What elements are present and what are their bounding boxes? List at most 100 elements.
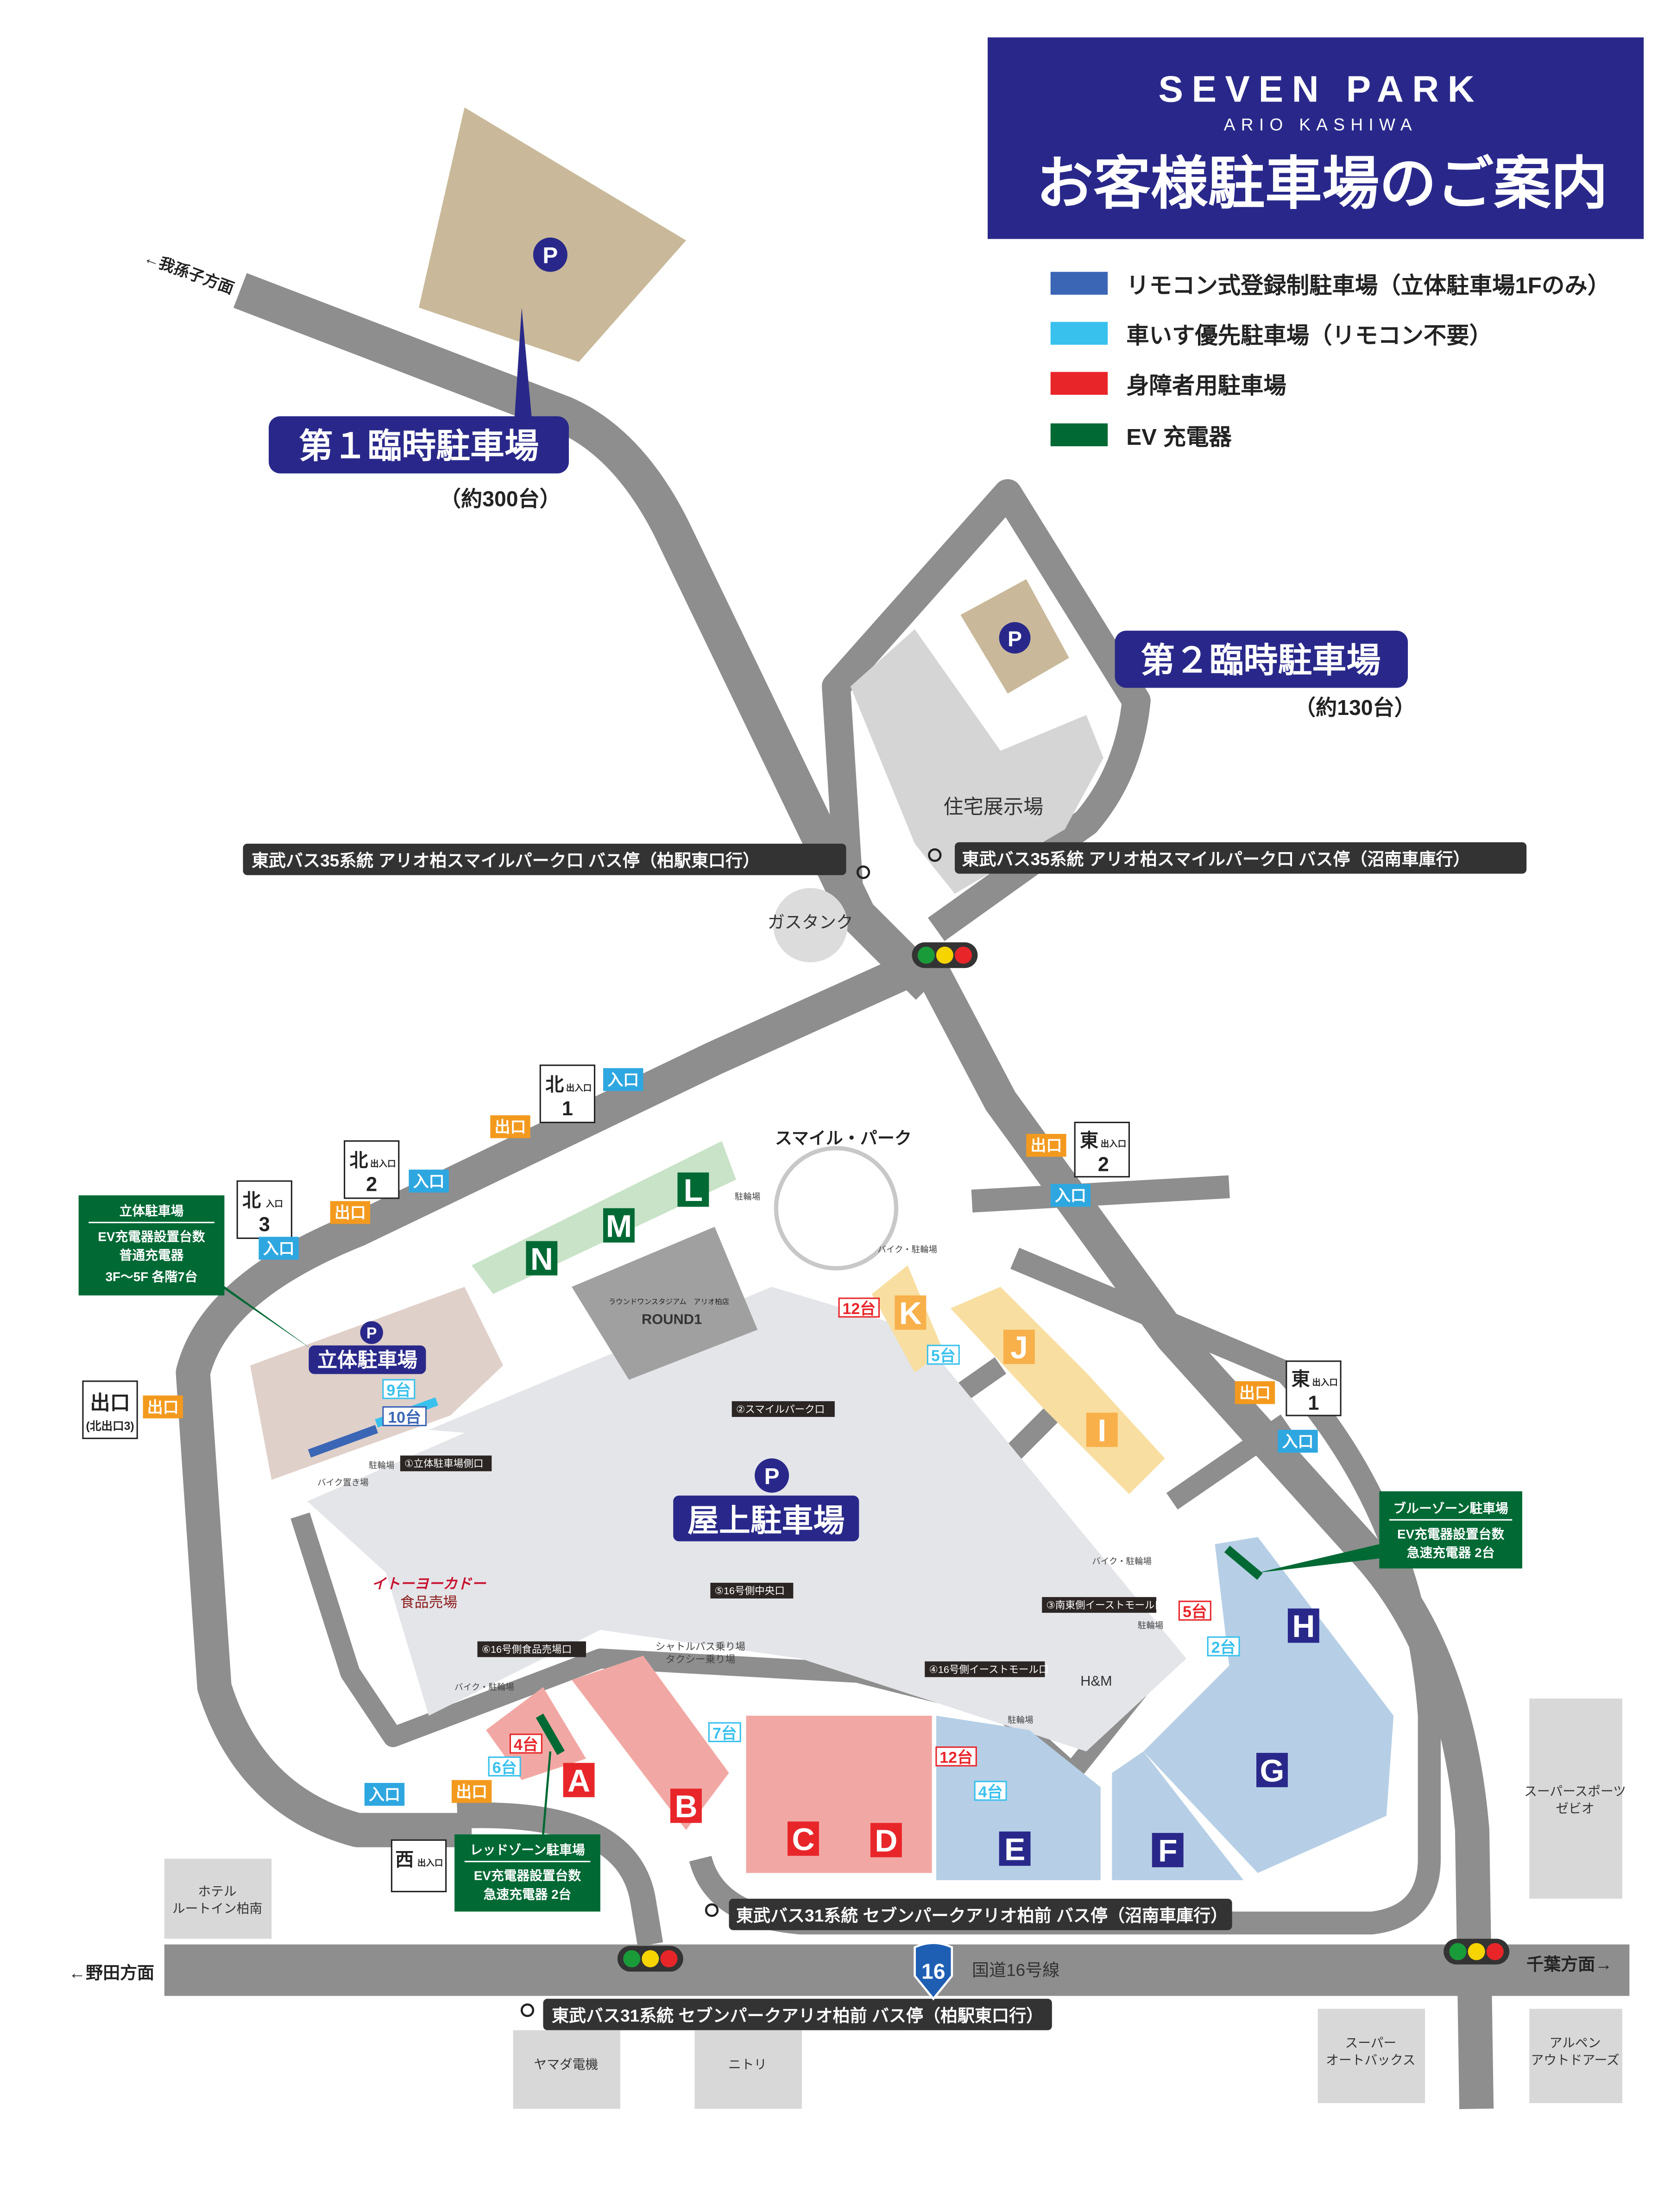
gate-e1-out[interactable]: 出口 — [1239, 1384, 1271, 1402]
bike-area-label: バイク置き場 — [317, 1478, 369, 1487]
bus-stop-35-kashiwa[interactable]: 東武バス35系統 アリオ柏スマイルパーク口 バス停（柏駅東口行） — [252, 851, 760, 870]
zone-f-area — [1112, 1751, 1244, 1880]
smile-park — [774, 1146, 899, 1270]
parking-icon — [360, 1321, 383, 1344]
zone-f: F — [1158, 1834, 1177, 1869]
xebio-label: スーパースポーツ — [1524, 1784, 1626, 1799]
gate-e2-out[interactable]: 出口 — [1031, 1137, 1062, 1155]
ev-box-line: EV充電器設置台数 — [474, 1869, 581, 1883]
entrance-3[interactable]: ③南東側イーストモール口 — [1046, 1599, 1165, 1611]
entrance-5[interactable]: ⑤16号側中央口 — [715, 1585, 785, 1597]
ev-box-blue-zone: ブルーゾーン駐車場 EV充電器設置台数 急速充電器 2台 — [1258, 1491, 1522, 1573]
gate-n1-in[interactable]: 入口 — [607, 1071, 639, 1089]
taxi-label: タクシー乗り場 — [665, 1654, 735, 1665]
zone-l: L — [684, 1173, 703, 1208]
hm-label: H&M — [1080, 1673, 1112, 1689]
zone-j: J — [1010, 1331, 1028, 1365]
gate-n1-out[interactable]: 出口 — [495, 1119, 526, 1136]
ev-box-line: 急速充電器 2台 — [484, 1887, 572, 1902]
multistory-title: 立体駐車場 — [317, 1349, 417, 1371]
gate-n3-num: 3 — [259, 1213, 270, 1236]
gates: 北出入口1 入口 出口 北出入口2 入口 出口 北入口3 入口 出口(北出口3)… — [82, 1064, 1342, 1892]
gate-w-type: 出入口 — [417, 1858, 443, 1868]
zone-d: D — [875, 1824, 897, 1858]
bus-stop-35-shonan[interactable]: 東武バス35系統 アリオ柏スマイルパーク口 バス停（沼南車庫行） — [962, 849, 1470, 869]
legend-disabled: 身障者用駐車場 — [1126, 373, 1286, 398]
gate-n-exit3-main: 出口 — [90, 1392, 130, 1415]
hotel-label-2: ルートイン柏南 — [172, 1902, 262, 1916]
rooftop-upper — [429, 1287, 1186, 1659]
gate-n2-type: 出入口 — [370, 1159, 396, 1169]
count-k-wheelchair: 5台 — [931, 1347, 956, 1365]
zone-cd-area — [746, 1715, 932, 1873]
gate-n2-in[interactable]: 入口 — [413, 1173, 445, 1190]
gate-n-exit3-sub: (北出口3) — [86, 1420, 134, 1433]
entrance-4[interactable]: ④16号側イーストモール口 — [929, 1663, 1048, 1675]
gate-w-in[interactable]: 入口 — [369, 1786, 400, 1804]
housing-label: 住宅展示場 — [943, 796, 1043, 818]
brand-subtitle: ARIO KASHIWA — [1224, 114, 1418, 134]
temp-lot-1-label[interactable] — [269, 416, 569, 474]
traffic-light-icon — [1444, 1939, 1510, 1965]
rooftop-label[interactable] — [673, 1495, 859, 1542]
legend: リモコン式登録制駐車場（立体駐車場1Fのみ） 車いす優先駐車場（リモコン不要） … — [1050, 272, 1610, 450]
gate-n3-in[interactable]: 入口 — [263, 1240, 295, 1258]
ev-charger-h — [1224, 1545, 1263, 1580]
temp-lot-2-label[interactable] — [1115, 631, 1408, 688]
ev-box-multistory: 立体駐車場 EV充電器設置台数 普通充電器 3F～5F 各階7台 — [78, 1195, 315, 1352]
zone-a: A — [567, 1763, 590, 1798]
hotel-label: ホテル — [198, 1884, 236, 1899]
bus-stop-icon — [856, 865, 870, 879]
entrance-6[interactable]: ⑥16号側食品売場口 — [482, 1643, 572, 1655]
bicycle-parking-label: 駐輪場 — [735, 1192, 761, 1201]
entrance-1[interactable]: ①立体駐車場側口 — [404, 1458, 483, 1469]
gate-n1-num: 1 — [562, 1098, 573, 1120]
zone-g: G — [1260, 1754, 1285, 1789]
parking-icon — [533, 237, 567, 272]
multistory-building — [250, 1287, 504, 1480]
zone-b: B — [675, 1789, 697, 1824]
space-counts: 12台 5台 7台 6台 4台 12台 4台 5台 2台 — [488, 1297, 1240, 1801]
gate-n2-num: 2 — [366, 1174, 377, 1196]
ev-box-line: 急速充電器 2台 — [1407, 1545, 1495, 1560]
round1-building — [572, 1226, 758, 1380]
shuttle-bus-label: シャトルバス乗り場 — [656, 1641, 745, 1652]
gate-n1-type: 出入口 — [566, 1083, 592, 1093]
gate-e2-in[interactable]: 入口 — [1055, 1187, 1086, 1205]
ev-box-title: レッドゾーン駐車場 — [470, 1843, 585, 1857]
smile-park-label: スマイル・パーク — [775, 1128, 912, 1148]
multistory-label[interactable] — [309, 1345, 426, 1374]
header-banner — [987, 37, 1644, 239]
ito-yokado-logo: イトーヨーカドー — [372, 1575, 486, 1592]
gate-w-out[interactable]: 出口 — [456, 1783, 487, 1801]
bike-parking-label: バイク・駐輪場 — [877, 1245, 937, 1254]
xebio-label-2: ゼビオ — [1556, 1801, 1594, 1816]
gate-n1-dir: 北 — [545, 1075, 564, 1095]
bus-stop-icon — [928, 848, 942, 862]
zone-i: I — [1097, 1414, 1106, 1448]
ev-box-line: EV充電器設置台数 — [98, 1230, 205, 1244]
gate-n2-out[interactable]: 出口 — [334, 1204, 366, 1222]
bus-stop-31-kashiwa[interactable]: 東武バス31系統 セブンパークアリオ柏前 バス停（柏駅東口行） — [552, 2006, 1043, 2025]
gas-tank-label: ガスタンク — [768, 912, 853, 932]
gate-n3-out[interactable]: 出口 — [147, 1399, 179, 1416]
parking-icon — [999, 622, 1031, 654]
direction-abiko: ←我孫子方面 — [142, 249, 236, 297]
ito-yokado-food: 食品売場 — [400, 1594, 457, 1610]
gate-e1-in[interactable]: 入口 — [1282, 1433, 1314, 1451]
ev-box-title: 立体駐車場 — [120, 1204, 184, 1218]
round1-name: ラウンドワンスタジアム アリオ柏店 — [609, 1297, 730, 1306]
zone-n: N — [530, 1242, 553, 1277]
ev-charger-a — [536, 1713, 565, 1755]
bus-stop-31-shonan[interactable]: 東武バス31系統 セブンパークアリオ柏前 バス停（沼南車庫行） — [736, 1906, 1228, 1925]
ev-box-line: 3F～5F 各階7台 — [106, 1270, 198, 1284]
gate-e2-num: 2 — [1098, 1153, 1109, 1176]
gate-n2-dir: 北 — [349, 1150, 368, 1171]
zone-b-area — [572, 1656, 729, 1830]
bus-stop-icon — [520, 2003, 535, 2017]
roads — [164, 273, 1630, 2109]
zone-h: H — [1292, 1609, 1315, 1644]
ev-box-line: EV充電器設置台数 — [1397, 1527, 1505, 1541]
entrance-2[interactable]: ②スマイルパーク口 — [736, 1403, 825, 1415]
